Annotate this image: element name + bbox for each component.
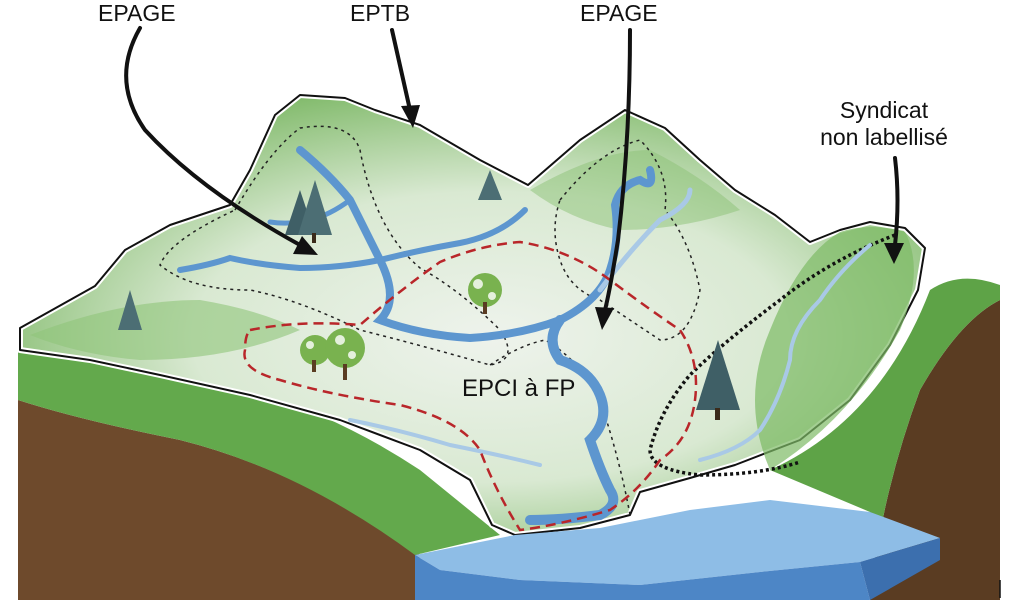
label-syndicat-line2: non labellisé <box>820 124 948 150</box>
arrow-epage-left <box>124 26 302 247</box>
river-branch-left <box>177 254 383 273</box>
subbasin-dotted-right <box>554 139 701 341</box>
arrow-epage-right <box>603 28 632 312</box>
hill-left <box>30 300 300 360</box>
lake-front <box>415 555 870 600</box>
hill-center-back <box>530 150 740 230</box>
label-syndicat-line1: Syndicat <box>839 97 929 123</box>
deciduous-tree-icon <box>300 328 365 380</box>
river-tributary-light <box>597 187 693 293</box>
river-main <box>296 146 656 343</box>
arrow-syndicat <box>893 156 900 247</box>
river-tributary-bottom <box>348 418 542 467</box>
river-branch-top <box>377 207 528 263</box>
subbasin-dotted-left <box>159 125 509 366</box>
pine-tree-icon <box>285 180 332 243</box>
pine-tree-icon <box>118 290 142 330</box>
lake-top <box>415 500 940 585</box>
epci-boundary <box>243 240 698 532</box>
label-epci: EPCI à FP <box>462 375 576 402</box>
label-eptb: EPTB <box>350 0 411 26</box>
label-syndicat: Syndicat non labellisé <box>800 97 968 151</box>
terrain-outline <box>19 94 926 536</box>
river-main-lower <box>525 315 619 525</box>
grass-right-edge <box>770 278 1000 560</box>
soil-left <box>18 330 420 600</box>
label-epage-right: EPAGE <box>580 0 658 26</box>
arrow-syndicat-head <box>884 243 904 264</box>
arrow-epage-right-head <box>595 307 614 330</box>
deciduous-tree-icon <box>468 273 502 314</box>
grass-left-edge <box>18 330 500 555</box>
hill-right <box>755 227 914 470</box>
arrow-epage-left-head <box>293 236 318 255</box>
arrow-eptb-head <box>401 105 420 128</box>
lake-side <box>860 538 940 600</box>
arrow-eptb <box>390 28 412 112</box>
pine-tree-icon <box>696 340 740 420</box>
label-epage-left: EPAGE <box>98 0 176 26</box>
river-tributary-right <box>698 243 872 462</box>
pine-tree-icon <box>478 170 502 200</box>
